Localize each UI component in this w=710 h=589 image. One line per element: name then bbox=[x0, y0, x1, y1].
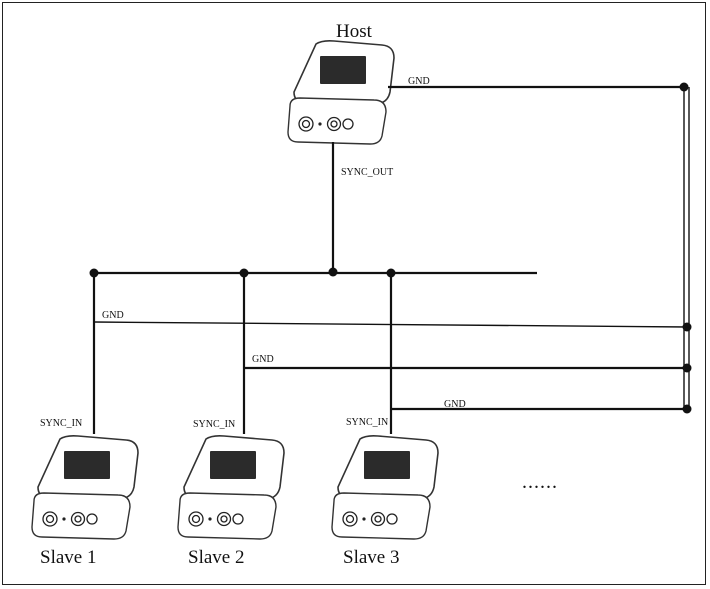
host-label: Host bbox=[336, 21, 373, 42]
junction-slave3-sync bbox=[386, 268, 396, 278]
junction-host-gnd bbox=[679, 82, 689, 92]
junction-slave1-sync bbox=[89, 268, 99, 278]
slave3-device-icon bbox=[331, 434, 439, 540]
slave2-device-icon bbox=[177, 434, 285, 540]
slave1-gnd-wire bbox=[93, 321, 689, 328]
junction-slave1-gnd bbox=[682, 322, 692, 332]
slave3-sync-in-label: SYNC_IN bbox=[346, 417, 388, 428]
slave1-device-icon bbox=[31, 434, 139, 540]
host-device-icon bbox=[287, 39, 395, 145]
more-slaves-ellipsis: ...... bbox=[522, 471, 558, 493]
slave1-sync-in-label: SYNC_IN bbox=[40, 418, 82, 429]
slave1-gnd-label: GND bbox=[102, 310, 124, 321]
junction-slave3-gnd bbox=[682, 404, 692, 414]
slave3-label: Slave 3 bbox=[343, 547, 399, 568]
sync-out-label: SYNC_OUT bbox=[341, 167, 393, 178]
junction-slave2-sync bbox=[239, 268, 249, 278]
slave3-gnd-label: GND bbox=[444, 399, 466, 410]
host-gnd-label: GND bbox=[408, 76, 430, 87]
slave2-label: Slave 2 bbox=[188, 547, 244, 568]
junction-host-sync bbox=[328, 267, 338, 277]
slave1-label: Slave 1 bbox=[40, 547, 96, 568]
slave2-sync-in-label: SYNC_IN bbox=[193, 419, 235, 430]
slave2-gnd-label: GND bbox=[252, 354, 274, 365]
junction-slave2-gnd bbox=[682, 363, 692, 373]
